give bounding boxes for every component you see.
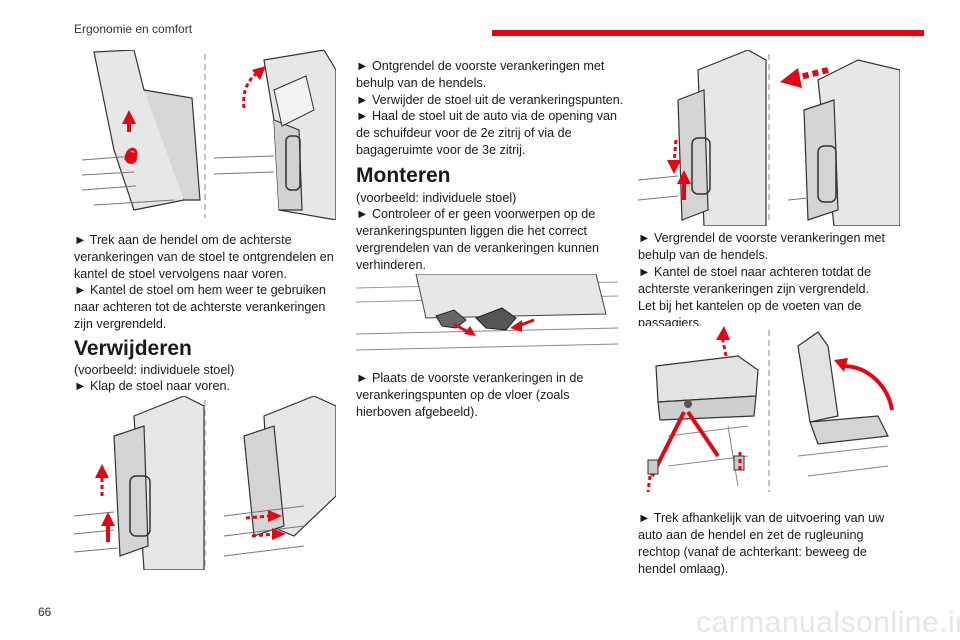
instruction-unlock-rear: ► Trek aan de hendel om de achterste ver… [74,233,334,281]
figure-backrest-lever [638,326,900,496]
instruction-remove-seat: ► Verwijder de stoel uit de verankerings… [356,93,624,107]
heading-monteren: Monteren [356,164,451,187]
figure-fold-forward [74,396,336,570]
instruction-take-out: ► Haal de stoel uit de auto via de openi… [356,109,618,157]
page-number: 66 [38,605,52,619]
instruction-tilt-back: ► Kantel de stoel om hem weer te gebruik… [74,283,326,331]
instruction-backrest-upright: ► Trek afhankelijk van de uitvoering van… [638,511,885,576]
instruction-place-anchors: ► Plaats de voorste verankeringen in de … [356,371,584,419]
section-title: Ergonomie en comfort [74,22,193,36]
figure-lock-and-tilt-back [638,50,900,226]
instruction-check-anchors: ► Controleer of er geen voorwerpen op de… [356,207,599,272]
figure-floor-anchor-points [356,274,618,362]
removal-example-note: (voorbeeld: individuele stoel) [74,363,235,377]
watermark: carmanualsonline.info [696,606,960,639]
instruction-fold-forward: ► Klap de stoel naar voren. [74,379,230,393]
instruction-unlock-front: ► Ontgrendel de voorste verankeringen me… [356,59,605,90]
figure-rear-anchor-release [74,50,336,220]
instruction-tilt-backward: ► Kantel de stoel naar achteren totdat d… [638,265,872,296]
heading-verwijderen: Verwijderen [74,337,192,360]
header-accent-bar [492,30,924,36]
install-example-note: (voorbeeld: individuele stoel) [356,191,517,205]
instruction-lock-front: ► Vergrendel de voorste verankeringen me… [638,231,885,262]
